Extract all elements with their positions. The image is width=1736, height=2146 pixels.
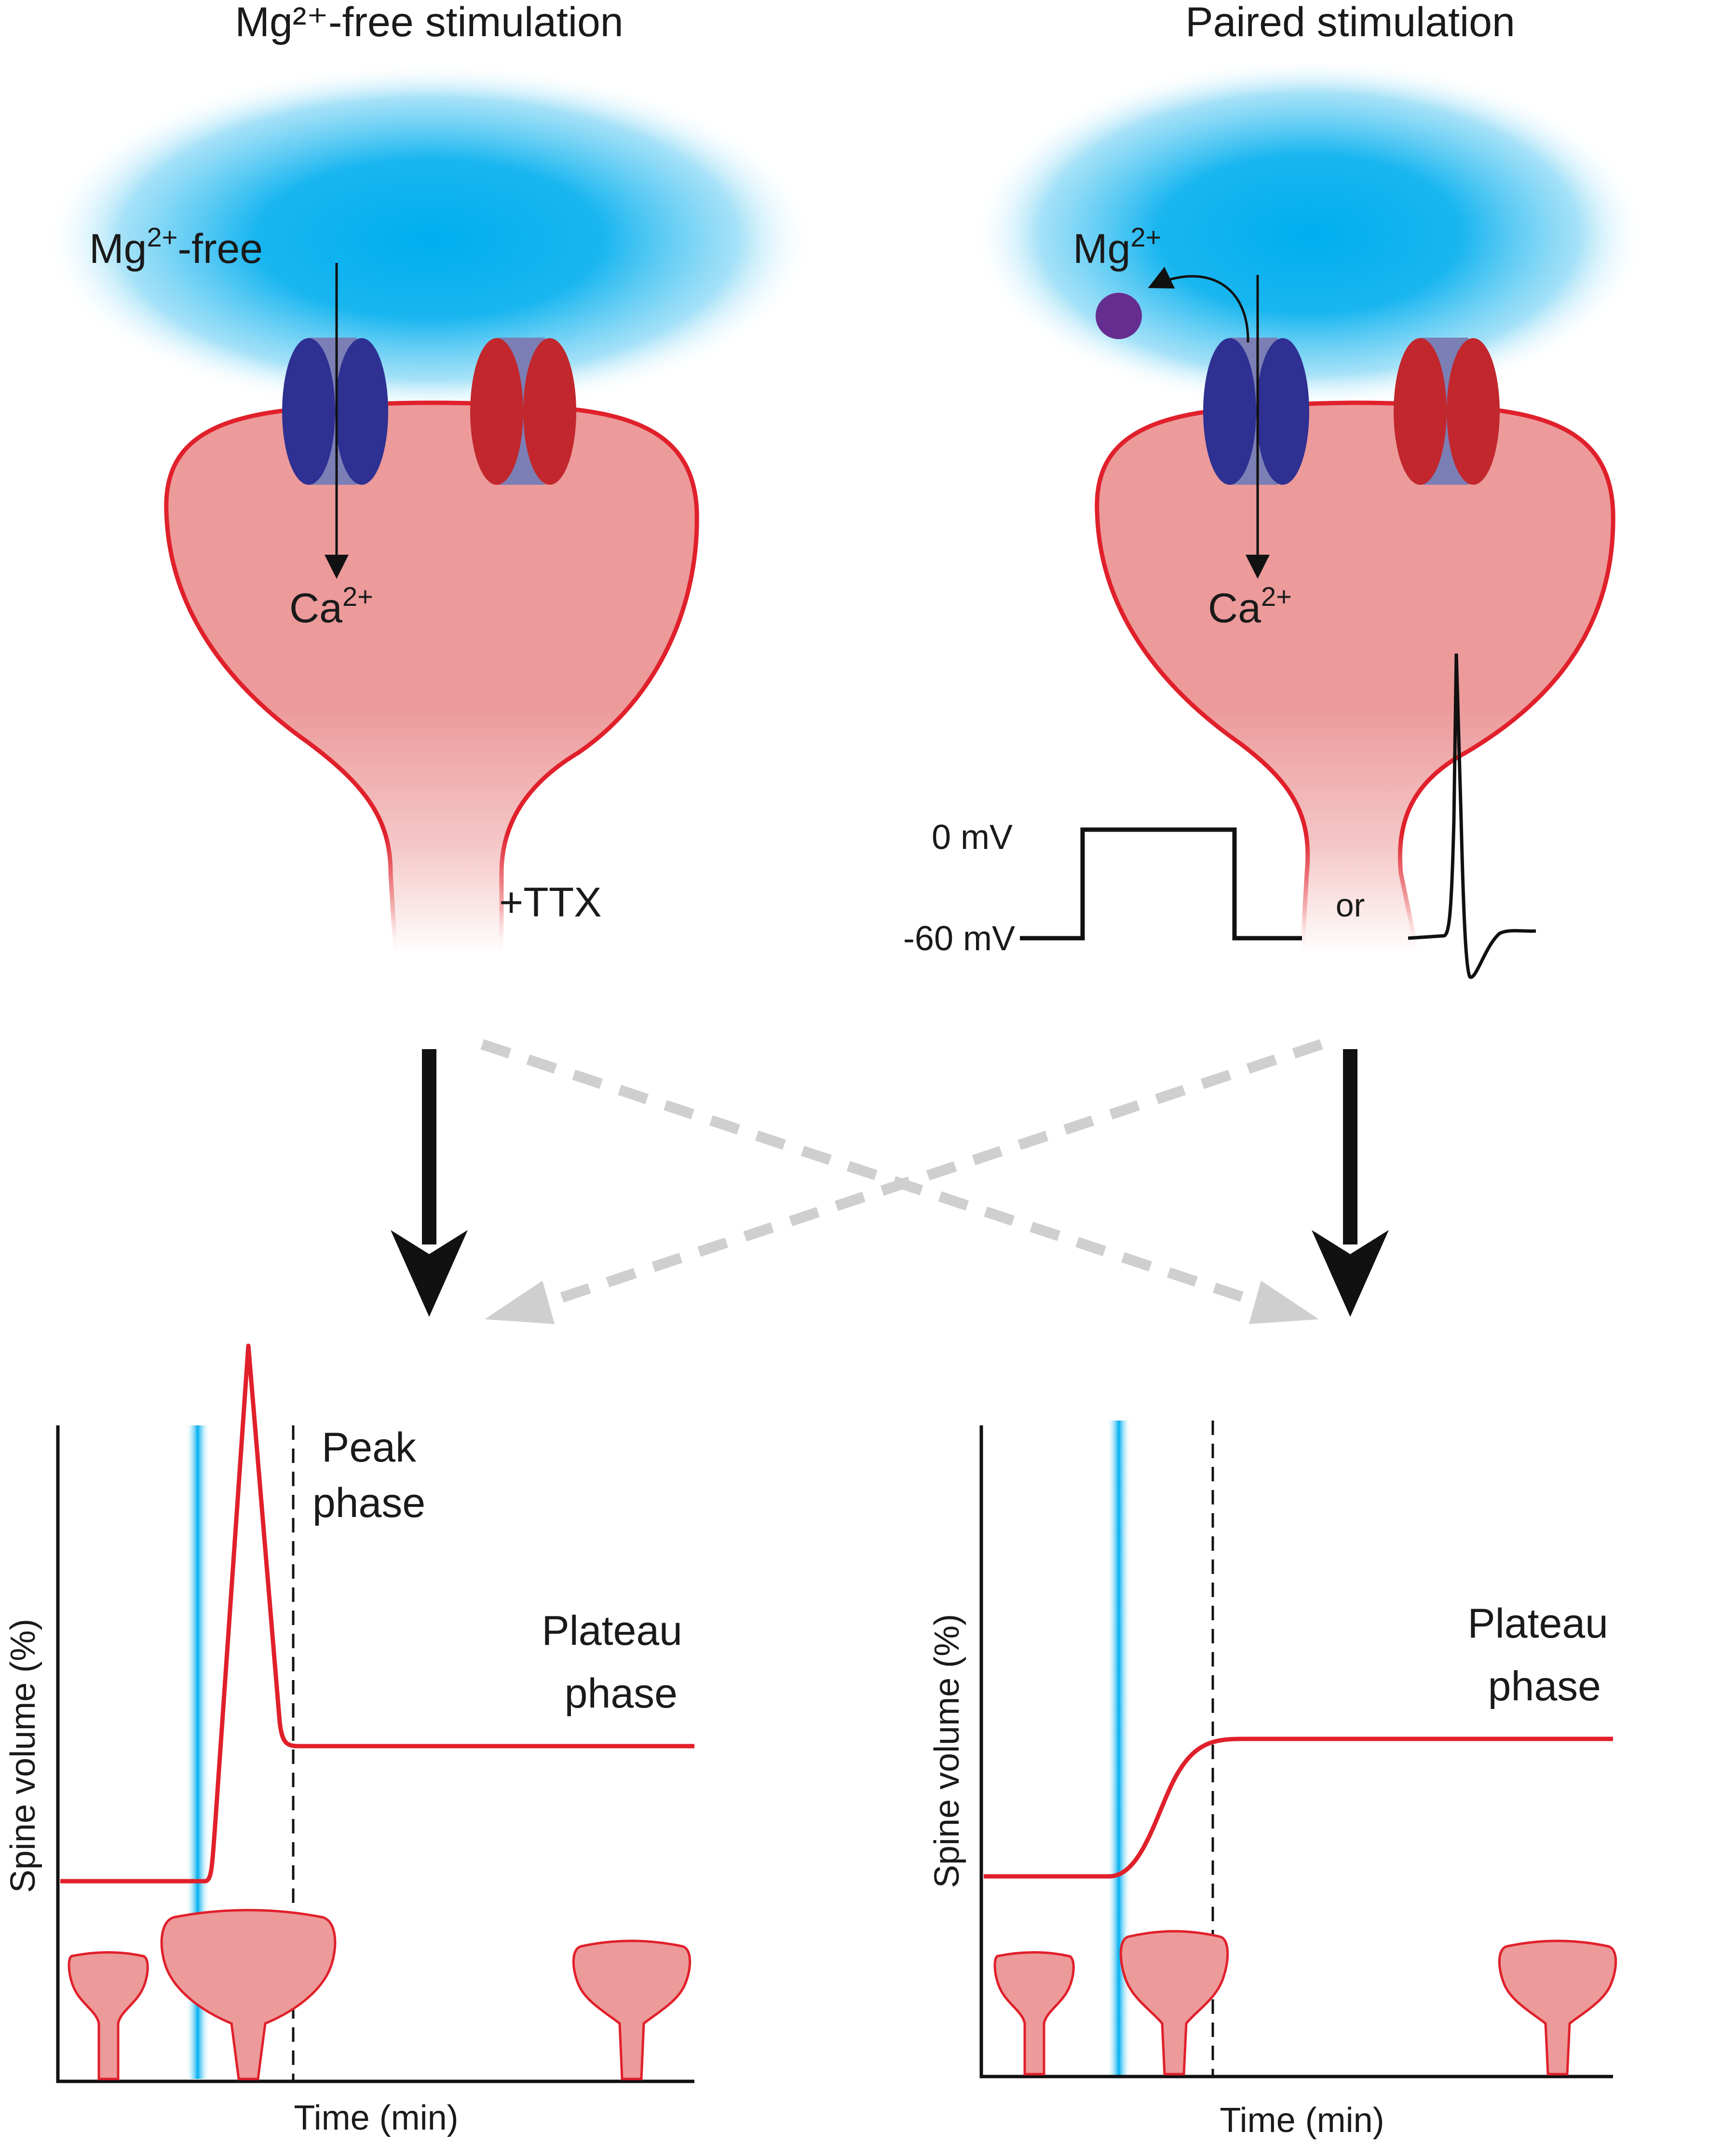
right-plateau-label-2: phase xyxy=(1488,1663,1601,1709)
mg-unblock-arrow xyxy=(1148,267,1249,343)
left-red-channel xyxy=(470,338,576,485)
dashed-arrow-right-to-left xyxy=(531,1039,1323,1312)
left-ca-label: Ca2+ xyxy=(289,581,373,631)
ttx-label: +TTX xyxy=(499,879,602,926)
left-spine-small-before xyxy=(68,1951,149,2080)
dashed-arrow-left-to-right xyxy=(480,1039,1275,1312)
left-spine-diagram: Mg2+-free Ca2+ +TTX xyxy=(43,63,815,957)
right-spine-diagram: Mg2+ Ca2+ 0 mV -60 mV or xyxy=(903,58,1647,979)
left-graph: Peak phase Plateau phase Spine volume (%… xyxy=(4,1343,694,2137)
left-y-axis-label: Spine volume (%) xyxy=(4,1619,42,1893)
left-graph-axes xyxy=(56,1425,694,2083)
right-spine-medium-plateau xyxy=(1498,1940,1617,2076)
right-spine-small-before xyxy=(993,1951,1075,2076)
right-mg-label: Mg2+ xyxy=(1073,222,1161,272)
left-plateau-label-2: phase xyxy=(565,1670,678,1717)
right-y-axis-label: Spine volume (%) xyxy=(928,1614,966,1888)
right-ca-label: Ca2+ xyxy=(1208,581,1292,631)
left-spine-head xyxy=(164,400,699,957)
right-graph-axes xyxy=(979,1425,1613,2078)
left-spine-medium-plateau xyxy=(572,1940,692,2080)
right-panel-title: Paired stimulation xyxy=(1185,0,1515,45)
left-x-axis-label: Time (min) xyxy=(294,2099,458,2137)
solid-arrowhead-right xyxy=(1312,1230,1389,1317)
voltage-low-label: -60 mV xyxy=(903,919,1015,958)
solid-arrowhead-left xyxy=(391,1230,468,1317)
left-plateau-label-1: Plateau xyxy=(542,1608,682,1654)
right-spine-head xyxy=(1095,400,1615,957)
voltage-step-trace xyxy=(1020,827,1302,941)
action-potential-trace xyxy=(1408,653,1536,979)
cross-arrows xyxy=(391,1039,1389,1324)
left-bath-label: Mg2+-free xyxy=(89,222,263,272)
left-peak-label-2: phase xyxy=(312,1480,425,1526)
right-spine-medium-during xyxy=(1119,1930,1229,2076)
left-panel-title: Mg²⁺-free stimulation xyxy=(235,0,623,45)
mg-ion xyxy=(1096,293,1142,339)
left-bath-cloud xyxy=(43,63,815,415)
left-volume-trace xyxy=(60,1343,694,1884)
left-peak-label-1: Peak xyxy=(322,1424,417,1471)
dashed-arrowhead-right xyxy=(1249,1281,1319,1324)
right-blue-channel xyxy=(1203,338,1309,485)
or-label: or xyxy=(1336,887,1365,924)
right-plateau-label-1: Plateau xyxy=(1467,1600,1608,1647)
right-graph: Plateau phase Spine volume (%) Time (min… xyxy=(928,1421,1617,2140)
left-blue-channel xyxy=(282,338,388,485)
left-spine-large-peak xyxy=(160,1909,337,2080)
right-red-channel xyxy=(1394,338,1500,485)
right-volume-trace xyxy=(984,1736,1613,1879)
right-x-axis-label: Time (min) xyxy=(1220,2101,1384,2140)
dashed-arrowhead-left xyxy=(485,1281,555,1324)
voltage-high-label: 0 mV xyxy=(932,818,1013,857)
